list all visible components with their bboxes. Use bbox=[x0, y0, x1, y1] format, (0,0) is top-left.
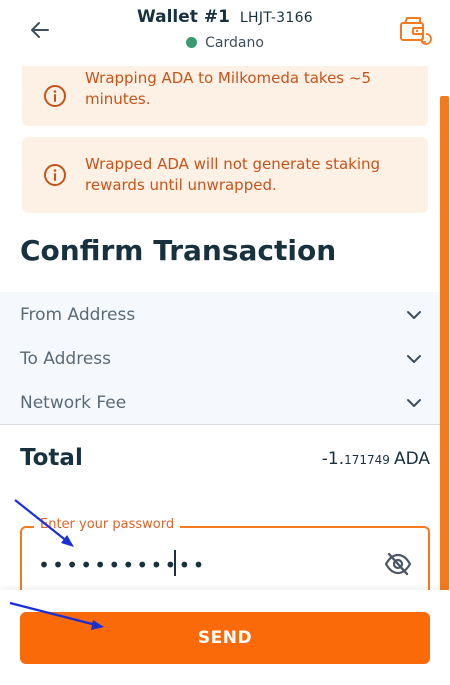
total-amount-main: -1. bbox=[321, 449, 345, 469]
password-label: Enter your password bbox=[34, 517, 181, 532]
chevron-down-icon bbox=[407, 399, 421, 407]
header: Wallet #1 LHJT-3166 Cardano bbox=[0, 0, 450, 66]
alert-text: Wrapped ADA will not generate staking re… bbox=[85, 155, 381, 194]
network-status-dot bbox=[186, 37, 198, 48]
transaction-details: From Address To Address Network Fee bbox=[0, 292, 440, 425]
alert-text: Wrapping ADA to Milkomeda takes ~5 minut… bbox=[85, 69, 372, 108]
back-button[interactable] bbox=[26, 16, 54, 44]
to-address-label: To Address bbox=[20, 349, 112, 369]
wallet-switch-icon bbox=[400, 17, 432, 45]
wallet-title: Wallet #1 LHJT-3166 bbox=[0, 7, 450, 27]
info-icon bbox=[44, 164, 66, 186]
info-icon bbox=[44, 85, 66, 107]
chevron-down-icon bbox=[407, 355, 421, 363]
wallet-id: LHJT-3166 bbox=[239, 10, 314, 26]
wallet-switch-button[interactable] bbox=[398, 14, 432, 46]
password-input[interactable] bbox=[38, 550, 358, 580]
total-amount-unit: ADA bbox=[393, 449, 430, 469]
text-cursor bbox=[174, 550, 176, 576]
network-fee-row[interactable]: Network Fee bbox=[0, 381, 440, 425]
wallet-name: Wallet #1 bbox=[136, 7, 230, 27]
network-indicator: Cardano bbox=[0, 35, 450, 51]
eye-off-icon bbox=[384, 552, 412, 576]
arrow-left-icon bbox=[31, 22, 49, 38]
to-address-row[interactable]: To Address bbox=[0, 337, 440, 381]
from-address-label: From Address bbox=[20, 305, 136, 325]
total-label: Total bbox=[20, 445, 83, 471]
alert-wrap-time: Wrapping ADA to Milkomeda takes ~5 minut… bbox=[22, 66, 428, 126]
footer: SEND bbox=[0, 590, 450, 685]
total-amount-decimals: 171749 bbox=[344, 453, 390, 467]
network-name: Cardano bbox=[205, 35, 264, 51]
alert-staking-rewards: Wrapped ADA will not generate staking re… bbox=[22, 137, 428, 213]
toggle-password-visibility-button[interactable] bbox=[384, 551, 412, 577]
page-title: Confirm Transaction bbox=[20, 234, 337, 267]
from-address-row[interactable]: From Address bbox=[0, 293, 440, 337]
send-button[interactable]: SEND bbox=[20, 612, 430, 664]
network-fee-label: Network Fee bbox=[20, 393, 127, 413]
scrollbar-thumb[interactable] bbox=[440, 96, 449, 605]
chevron-down-icon bbox=[407, 311, 421, 319]
